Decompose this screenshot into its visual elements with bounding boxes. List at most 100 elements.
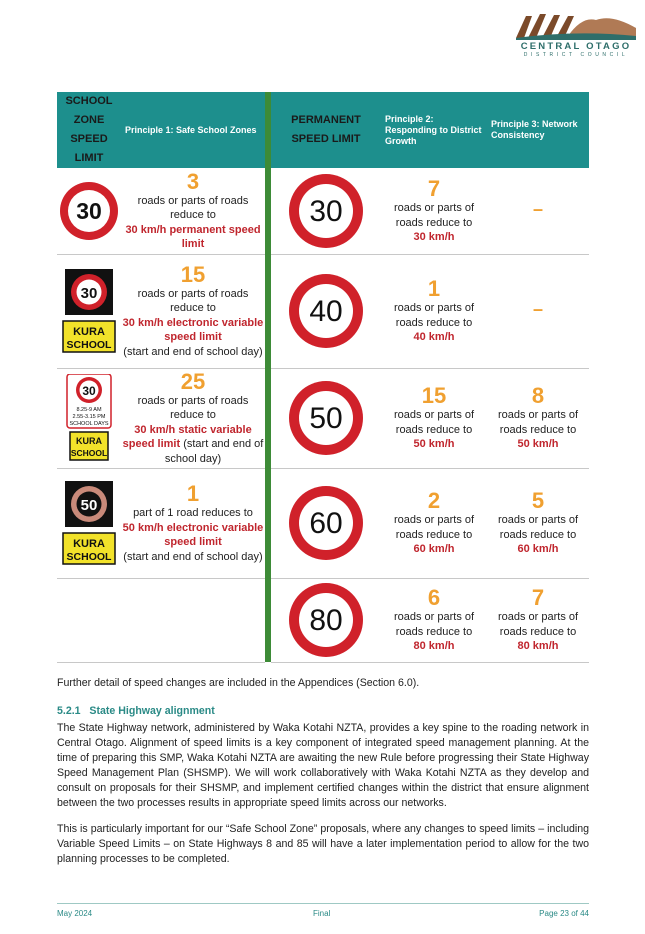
principle-2-cell: 15 roads or parts of roads reduce to 50 … (381, 368, 487, 469)
count-number: 8 (531, 383, 545, 409)
school-zone-cell: 30 KURA SCHOOL (57, 254, 121, 369)
count-text: roads or parts of roads reduce to (137, 394, 249, 422)
electronic-school-sign: 50 KURA SCHOOL (62, 481, 116, 565)
count-number: 7 (427, 176, 441, 201)
count-dash: – (532, 299, 543, 320)
count-text: roads or parts of roads reduce to (393, 202, 475, 229)
logo-name: CENTRAL OTAGO (520, 41, 632, 52)
count-highlight: 40 km/h (413, 331, 455, 344)
header-principle-3: Principle 3: Network Consistency (487, 92, 589, 168)
svg-text:SCHOOL DAYS: SCHOOL DAYS (69, 421, 108, 427)
principle-1-cell: 1 part of 1 road reduces to 50 km/h elec… (121, 468, 265, 579)
count-highlight: 30 km/h (413, 231, 455, 243)
count-number: 6 (427, 585, 441, 611)
count-text: roads or parts of roads reduce to (393, 302, 475, 329)
svg-text:30: 30 (82, 384, 96, 398)
count-dash: – (532, 199, 543, 219)
column-divider (265, 168, 271, 254)
section-heading: 5.2.1 State Highway alignment (57, 705, 215, 717)
count-highlight: 80 km/h (517, 640, 559, 653)
table-row: 80 6 roads or parts of roads reduce to 8… (57, 578, 589, 663)
svg-text:60: 60 (309, 507, 342, 540)
speed-sign-30: 30 (289, 173, 363, 248)
speed-sign-80: 80 (289, 583, 363, 657)
electronic-school-sign: 30 KURA SCHOOL (62, 269, 116, 353)
count-text: roads or parts of roads reduce to (393, 514, 475, 541)
section-title: State Highway alignment (89, 705, 215, 717)
school-zone-cell: 30 8.25-9 AM 2.55-3.15 PM SCHOOL DAYS KU… (57, 368, 121, 469)
paragraph-safe-school: This is particularly important for our “… (57, 823, 589, 865)
count-text: part of 1 road reduces to (133, 507, 253, 519)
svg-text:SCHOOL: SCHOOL (67, 551, 113, 563)
column-divider (265, 254, 271, 368)
table-row: 30 3 roads or parts of roads reduce to 3… (57, 168, 589, 255)
footer-status: Final (313, 909, 331, 918)
header-permanent: PERMANENT SPEED LIMIT (271, 92, 381, 168)
principle-3-cell: 5 roads or parts of roads reduce to 60 k… (487, 468, 589, 579)
svg-text:KURA: KURA (73, 538, 105, 550)
column-divider (265, 368, 271, 468)
footer-page-number: Page 23 of 44 (539, 909, 589, 918)
paragraph-state-highway: The State Highway network, administered … (57, 722, 589, 809)
speed-limit-table: SCHOOL ZONE SPEED LIMIT Principle 1: Saf… (57, 92, 589, 663)
header-principle-2: Principle 2: Responding to District Grow… (381, 92, 487, 168)
header-principle-1: Principle 1: Safe School Zones (121, 92, 265, 168)
table-row: 30 8.25-9 AM 2.55-3.15 PM SCHOOL DAYS KU… (57, 368, 589, 469)
count-number: 2 (427, 488, 441, 514)
count-number: 1 (427, 276, 441, 302)
principle-2-cell: 1 roads or parts of roads reduce to 40 k… (381, 254, 487, 369)
count-text: roads or parts of roads reduce to (137, 287, 249, 315)
table-header-row: SCHOOL ZONE SPEED LIMIT Principle 1: Saf… (57, 92, 589, 168)
count-number: 7 (531, 585, 545, 611)
svg-text:KURA: KURA (73, 326, 105, 338)
svg-text:2.55-3.15 PM: 2.55-3.15 PM (72, 414, 105, 420)
svg-text:30: 30 (309, 195, 342, 228)
council-logo (516, 14, 636, 40)
header-school-zone: SCHOOL ZONE SPEED LIMIT (57, 92, 121, 168)
static-school-sign: 30 8.25-9 AM 2.55-3.15 PM SCHOOL DAYS KU… (66, 374, 112, 461)
principle-2-cell: 2 roads or parts of roads reduce to 60 k… (381, 468, 487, 579)
count-note: (start and end of school day) (123, 345, 263, 358)
principle-1-cell: 3 roads or parts of roads reduce to 30 k… (121, 168, 265, 255)
svg-text:SCHOOL: SCHOOL (67, 339, 113, 351)
count-text: roads or parts of roads reduce to (497, 611, 579, 638)
table-row: 50 KURA SCHOOL 1 part of 1 road reduces … (57, 468, 589, 579)
column-divider (265, 92, 271, 168)
count-text: roads or parts of roads reduce to (497, 409, 579, 436)
permanent-cell: 80 (271, 578, 381, 663)
further-detail-text: Further detail of speed changes are incl… (57, 677, 420, 689)
table-row: 30 KURA SCHOOL 15 roads or parts of road… (57, 254, 589, 369)
count-note: (start and end of school day) (164, 438, 264, 465)
count-highlight: 50 km/h electronic variable speed limit (122, 521, 264, 549)
permanent-cell: 30 (271, 168, 381, 255)
count-number: 15 (421, 383, 447, 409)
svg-text:50: 50 (309, 402, 342, 435)
permanent-cell: 50 (271, 368, 381, 469)
principle-2-cell: 7 roads or parts of roads reduce to 30 k… (381, 168, 487, 255)
count-highlight: 60 km/h (413, 543, 455, 556)
svg-text:50: 50 (81, 497, 98, 514)
section-number: 5.2.1 (57, 705, 81, 717)
count-note: (start and end of school day) (123, 550, 263, 563)
count-highlight: 50 km/h (413, 438, 455, 451)
column-divider (265, 578, 271, 662)
speed-sign-40: 40 (289, 274, 363, 348)
principle-3-cell: – (487, 168, 589, 255)
principle-2-cell: 6 roads or parts of roads reduce to 80 k… (381, 578, 487, 663)
footer-rule (57, 903, 589, 904)
school-zone-cell (57, 578, 121, 663)
count-highlight: 80 km/h (413, 640, 455, 653)
principle-1-cell (121, 578, 265, 663)
permanent-cell: 60 (271, 468, 381, 579)
svg-text:30: 30 (76, 198, 102, 224)
speed-sign-30: 30 (60, 181, 118, 240)
svg-text:8.25-9 AM: 8.25-9 AM (76, 407, 101, 413)
count-number: 5 (531, 488, 545, 514)
svg-text:80: 80 (309, 604, 342, 637)
principle-1-cell: 25 roads or parts of roads reduce to 30 … (121, 368, 265, 469)
school-zone-cell: 50 KURA SCHOOL (57, 468, 121, 579)
svg-text:KURA: KURA (76, 436, 102, 446)
count-number: 3 (186, 168, 200, 194)
speed-sign-60: 60 (289, 486, 363, 560)
count-highlight: 30 km/h electronic variable speed limit (122, 316, 264, 344)
